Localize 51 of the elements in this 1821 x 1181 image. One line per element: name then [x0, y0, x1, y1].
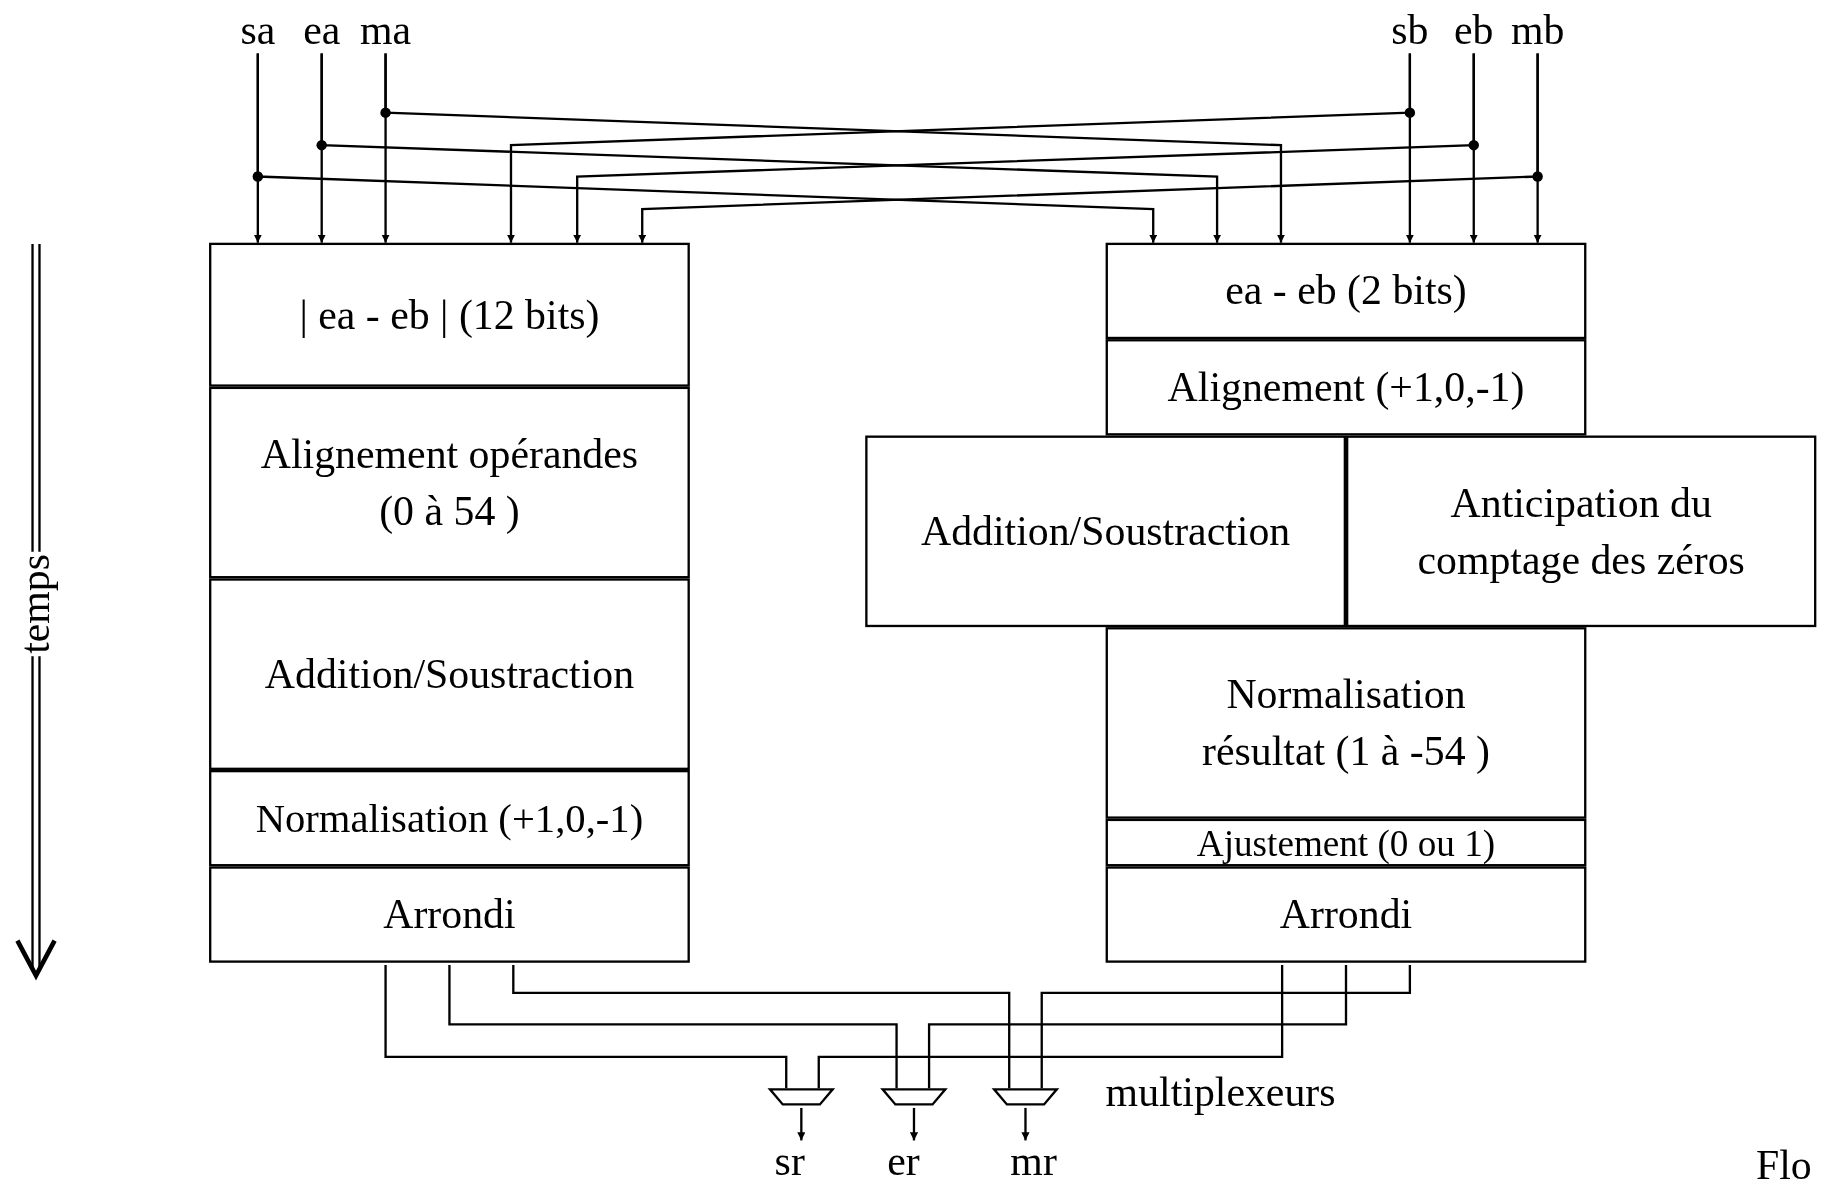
stage-box	[865, 435, 1346, 628]
stage-box	[209, 770, 690, 867]
signal-label: ea	[303, 9, 341, 52]
stage-label: | ea - eb | (12 bits)	[299, 290, 600, 340]
stage-box	[209, 386, 690, 579]
stage-label: Arrondi	[1279, 890, 1413, 940]
signal-label: ma	[360, 9, 412, 52]
stage-box	[1105, 866, 1587, 963]
stage-label: Anticipation du comptage des zéros	[1416, 478, 1746, 585]
annotation-label: multiplexeurs	[1105, 1070, 1336, 1113]
signal-wire	[817, 965, 1284, 1089]
arrow	[1533, 53, 1542, 243]
signal-wire	[512, 965, 1011, 1089]
arrow	[1405, 53, 1414, 243]
stage-label: Addition/Soustraction	[264, 649, 635, 700]
stage-box	[209, 578, 690, 770]
signal-wire	[448, 965, 898, 1089]
arrow	[797, 1107, 806, 1141]
stage-box	[209, 242, 690, 387]
stage-label: Normalisation (+1,0,-1)	[255, 794, 644, 843]
stage-box	[1105, 339, 1587, 436]
signal-label: mr	[1010, 1140, 1057, 1181]
stage-box	[1346, 435, 1817, 628]
stage-label: Alignement (+1,0,-1)	[1167, 362, 1525, 413]
signal-label: er	[887, 1140, 920, 1181]
stage-label: Addition/Soustraction	[920, 506, 1291, 557]
signal-label: mb	[1510, 9, 1565, 52]
arrow	[1021, 1107, 1030, 1141]
multiplexer-symbol	[992, 1088, 1058, 1106]
stage-label: Alignement opérandes (0 à 54 )	[259, 429, 640, 536]
signal-label: eb	[1454, 9, 1494, 52]
signal-wire	[927, 965, 1348, 1089]
signal-label: sr	[774, 1140, 805, 1181]
multiplexer-symbol	[768, 1088, 834, 1106]
arrow	[909, 1107, 919, 1141]
stage-label: Normalisation résultat (1 à -54 )	[1201, 670, 1491, 777]
signal-wire	[384, 965, 788, 1089]
stage-box	[1105, 242, 1587, 340]
signal-label: sb	[1391, 9, 1429, 52]
stage-box	[1105, 627, 1587, 819]
stage-box	[1105, 818, 1587, 867]
signal-label: sa	[240, 9, 276, 52]
stage-box	[209, 866, 690, 963]
stage-label: ea - eb (2 bits)	[1225, 266, 1467, 316]
signal-wire	[1040, 965, 1412, 1089]
annotation-label: Flo	[1755, 1143, 1812, 1181]
multiplexer-symbol	[881, 1088, 947, 1106]
axis-label: temps	[13, 553, 56, 654]
arrow	[1469, 53, 1478, 243]
stage-label: Arrondi	[383, 890, 516, 940]
stage-label: Ajustement (0 ou 1)	[1196, 824, 1496, 862]
